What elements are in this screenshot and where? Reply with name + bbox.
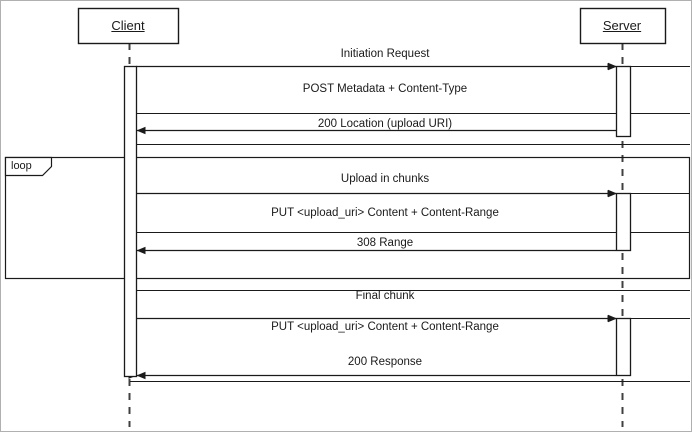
arrowhead-put-final (608, 314, 617, 323)
lifeline-box-client[interactable] (77, 7, 180, 45)
arrowhead-put-chunk (608, 189, 617, 198)
activation-bars (123, 65, 632, 378)
message-label-200-response: 200 Response (347, 356, 423, 368)
activation-server-2 (615, 192, 632, 252)
loop-fragment[interactable] (4, 156, 691, 280)
lifeline-label-client: Client (111, 18, 145, 33)
loop-fragment-label: loop (11, 160, 32, 172)
lifeline-box-server[interactable] (579, 7, 667, 45)
message-label-put-chunk: PUT <upload_uri> Content + Content-Range (271, 207, 499, 219)
arrowhead-post-metadata (608, 62, 617, 71)
arrowhead-overlay (136, 62, 617, 380)
arrowhead-308-range (136, 246, 146, 255)
activation-client (123, 65, 138, 378)
group-header-final-chunk: Final chunk (355, 290, 415, 302)
message-label-post-metadata: POST Metadata + Content-Type (302, 83, 468, 95)
loop-fragment-tab (4, 156, 53, 177)
lifeline-label-server: Server (602, 18, 642, 33)
message-label-put-final: PUT <upload_uri> Content + Content-Range (271, 321, 499, 333)
message-arrows (128, 63, 616, 379)
lifeline-boxes (77, 7, 667, 45)
activation-server-3 (615, 317, 632, 377)
arrowhead-200-location (136, 126, 146, 135)
arrowhead-200-response (136, 371, 146, 380)
group-header-initiation: Initiation Request (340, 48, 430, 60)
group-header-upload-chunks: Upload in chunks (340, 173, 430, 185)
message-label-308-range: 308 Range (356, 237, 414, 249)
activation-server-1 (615, 65, 632, 138)
message-label-200-location: 200 Location (upload URI) (317, 118, 453, 130)
loop-fragment-frame (4, 156, 691, 280)
